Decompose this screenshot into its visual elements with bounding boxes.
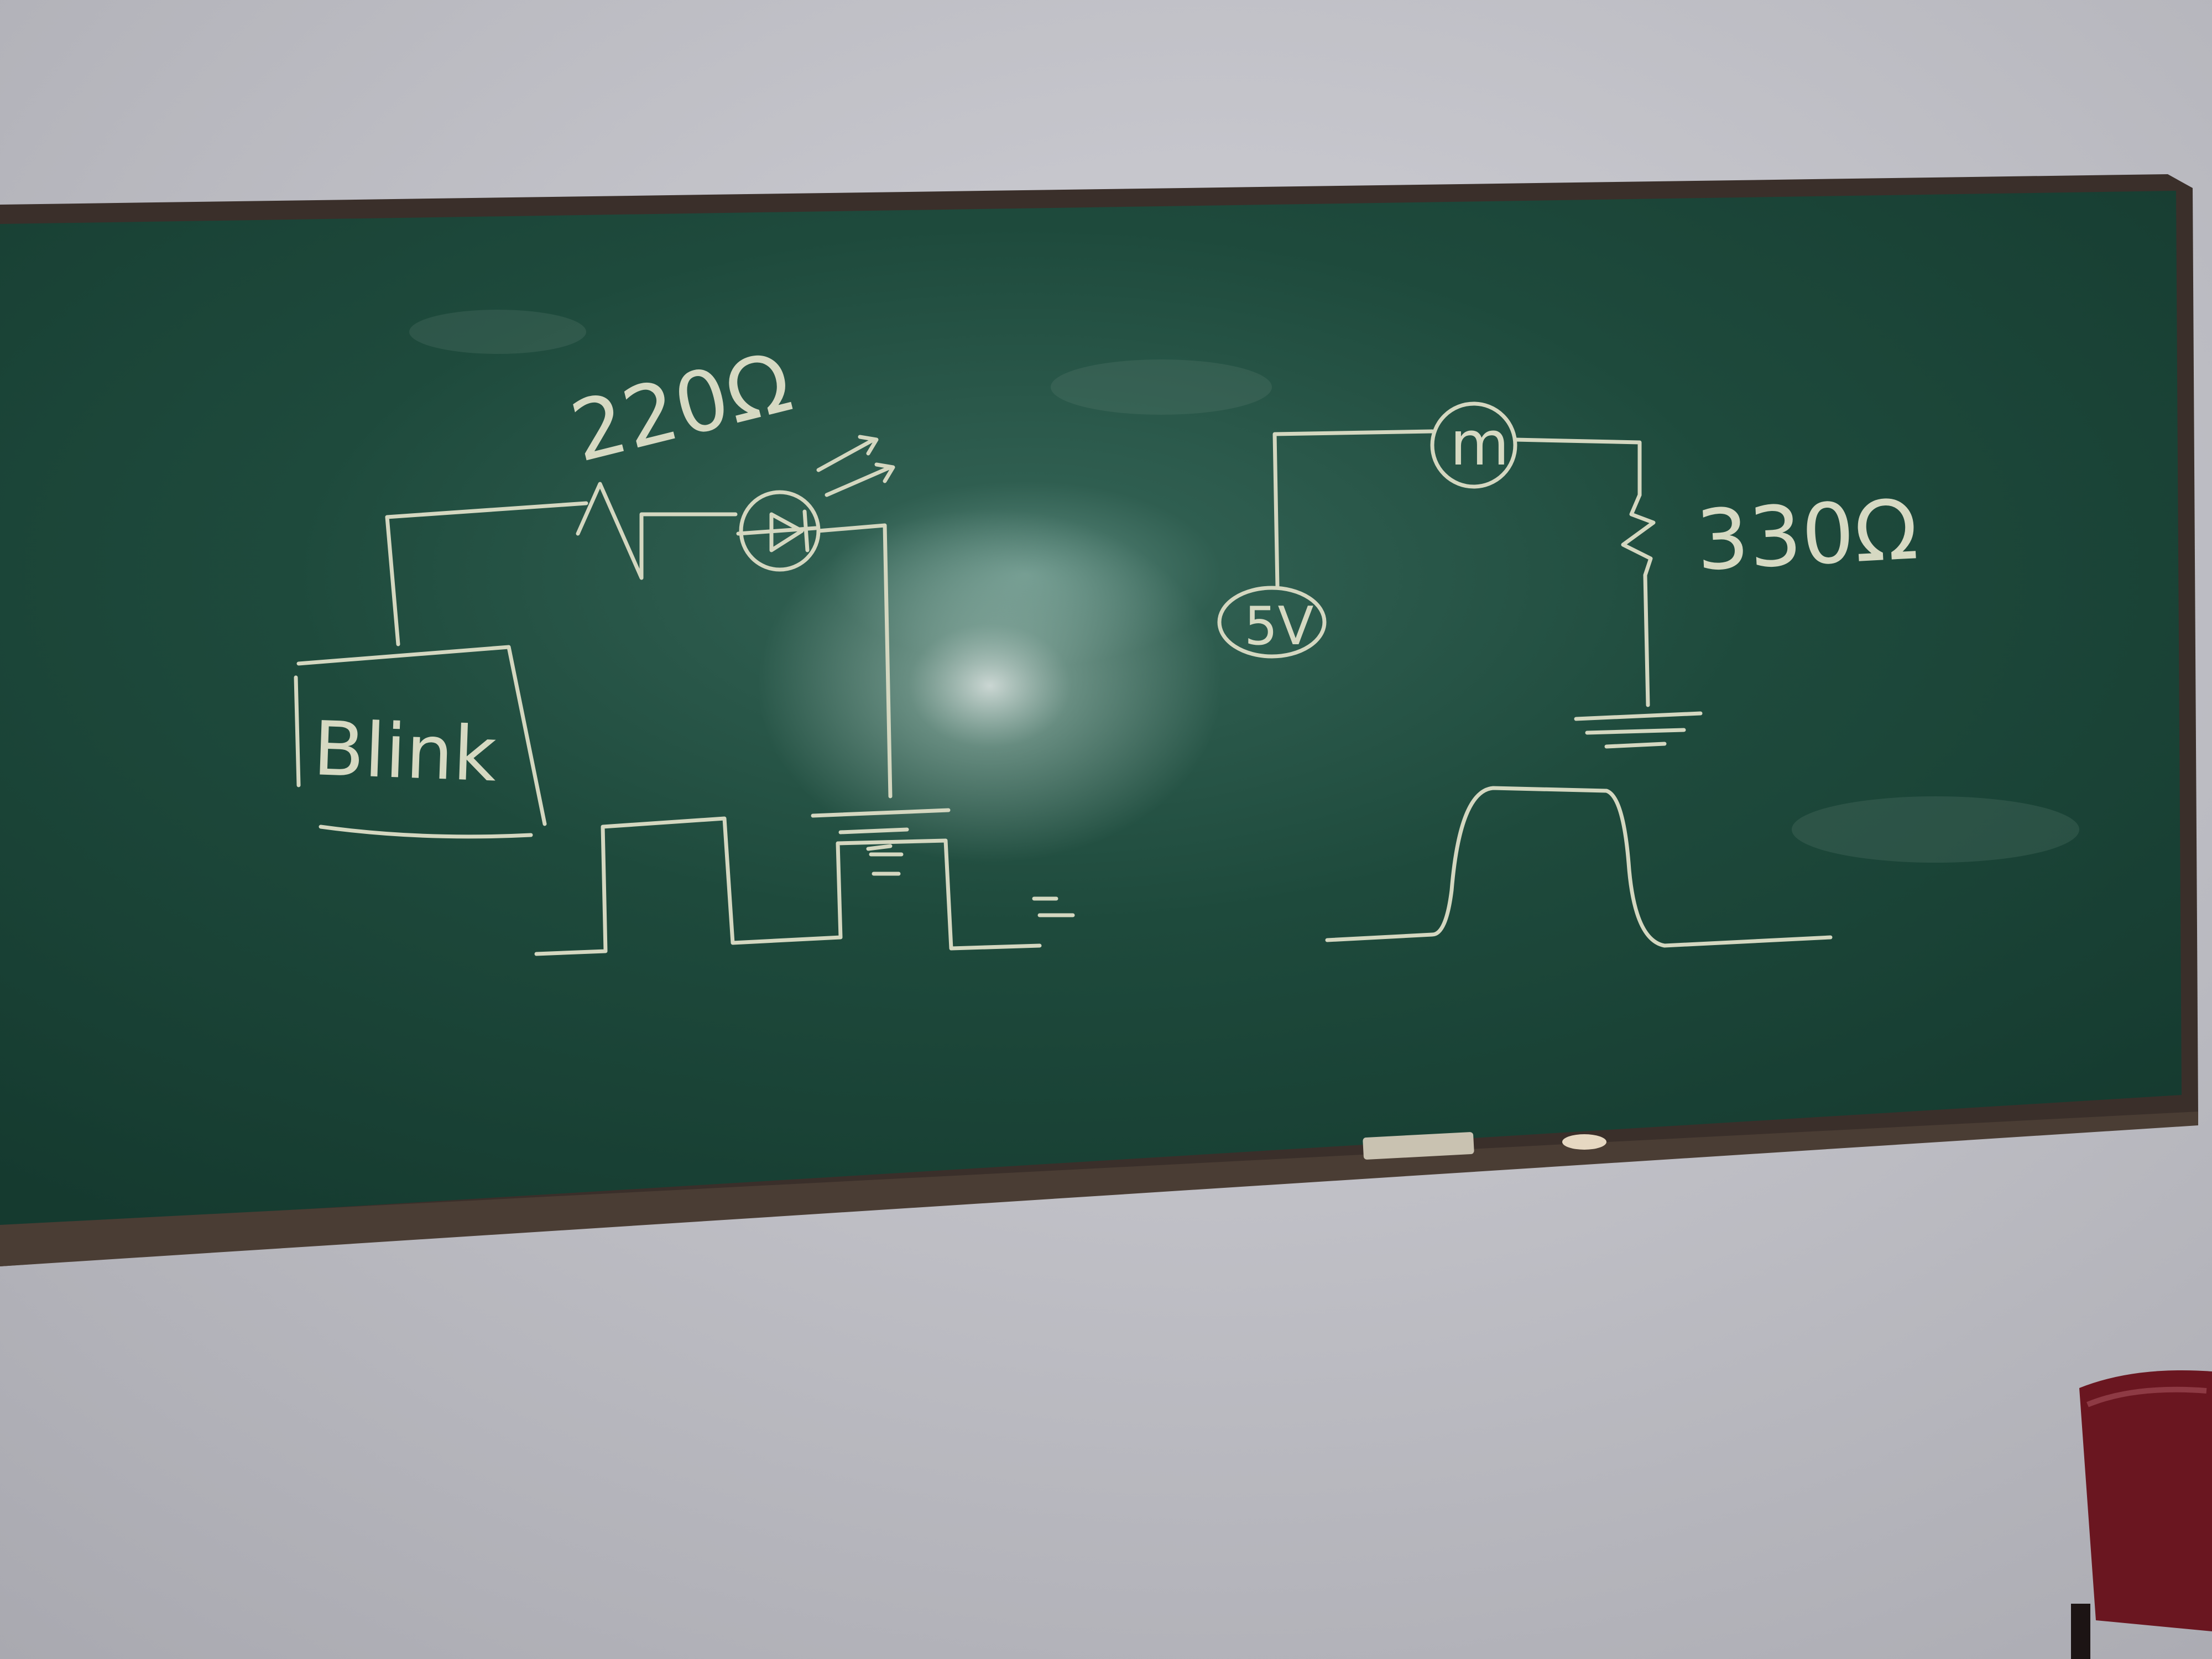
blink-label: Blink (312, 705, 498, 798)
wire-right-left (816, 523, 893, 799)
chalk-stick (1562, 1134, 1606, 1150)
motor-circuit-drawing: 5V m 330Ω (1217, 401, 1920, 948)
blink-box (296, 645, 547, 839)
eraser (1363, 1132, 1474, 1160)
chair (2071, 1370, 2212, 1659)
ground-symbol-right (1574, 711, 1703, 749)
wave-ground-mark (869, 852, 1075, 917)
resistor-330-label: 330Ω (1694, 482, 1920, 589)
led-circuit-drawing: Blink 220Ω (294, 334, 1075, 956)
ground-symbol-left (811, 808, 951, 851)
wire-meter-right (1513, 437, 1642, 497)
led-diode (736, 509, 818, 552)
blink-box-left-edge (294, 675, 301, 787)
flash-glare (758, 509, 1222, 863)
meter-label: m (1450, 408, 1509, 479)
wire-top-right (1272, 429, 1434, 588)
chalk-smudges (409, 310, 2079, 863)
led-light-arrows (816, 435, 895, 497)
resistor-220-symbol (576, 482, 738, 580)
wire-top-left (385, 501, 588, 646)
chalk-tray (0, 1112, 2198, 1266)
meter-symbol (1430, 401, 1517, 489)
resistor-330-symbol (1621, 493, 1656, 707)
square-wave (534, 816, 1042, 956)
source-5v-symbol (1217, 586, 1327, 659)
source-5v-label: 5V (1244, 596, 1313, 657)
pulse-wave (1325, 786, 1833, 948)
